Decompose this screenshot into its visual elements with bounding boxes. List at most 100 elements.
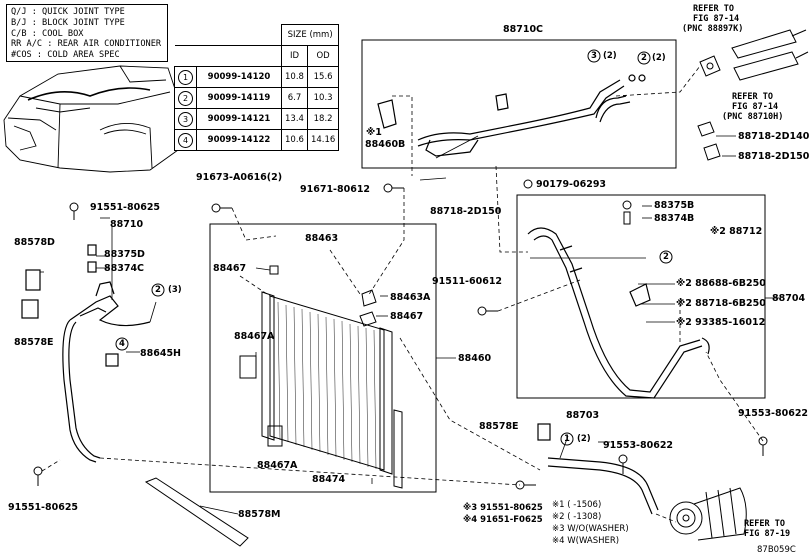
hose-88704 <box>527 227 710 399</box>
legend-box: Q/J : QUICK JOINT TYPE B/J : BLOCK JOINT… <box>6 4 168 62</box>
pipe-88710 <box>21 244 151 463</box>
outer-diameter: 10.3 <box>306 87 340 109</box>
part-label-91553-80622[interactable]: 91553-80622 <box>738 408 809 419</box>
part-label-88474[interactable]: 88474 <box>312 474 346 485</box>
note-marker: ※1 <box>366 127 382 138</box>
part-label-91551-80625[interactable]: 91551-80625 <box>8 502 79 513</box>
legend-line: B/J : BLOCK JOINT TYPE <box>11 17 125 28</box>
part-label-88718-6b250[interactable]: ※2 88718-6B250 <box>676 298 766 309</box>
part-label-88375b[interactable]: 88375B <box>654 200 695 211</box>
part-number: 90099-14120 <box>196 66 282 88</box>
part-label-88578e[interactable]: 88578E <box>14 337 54 348</box>
callout-circles <box>115 49 673 446</box>
seal-88578m <box>144 477 249 547</box>
row-number: 2 <box>178 90 193 106</box>
part-label-91511-60612[interactable]: 91511-60612 <box>432 276 503 287</box>
part-number: 90099-14122 <box>196 129 282 151</box>
table-subheader-row: ID OD <box>174 45 340 67</box>
part-label-88578d[interactable]: 88578D <box>14 237 55 248</box>
part-label-91673-a0616[interactable]: 91673-A0616(2) <box>196 172 283 183</box>
vehicle-sketch <box>3 65 179 173</box>
hose-88703 <box>537 423 659 515</box>
row-number: 3 <box>178 111 193 127</box>
callout-number: 2 <box>641 53 647 63</box>
part-number: 90099-14121 <box>196 108 282 130</box>
legend-line: RR A/C : REAR AIR CONDITIONER <box>11 39 162 50</box>
part-label-88375d[interactable]: 88375D <box>104 249 145 260</box>
inner-diameter: 10.8 <box>281 66 308 88</box>
part-label-91553-80622[interactable]: 91553-80622 <box>603 440 674 451</box>
part-label-88467[interactable]: 88467 <box>390 311 424 322</box>
table-row: 4 90099-14122 10.6 14.16 <box>174 129 340 151</box>
callout-quantity: (3) <box>168 285 182 295</box>
refer-to-pnc[interactable]: (PNC 88710H) <box>722 112 784 122</box>
part-label-88718-2d150[interactable]: 88718-2D150 <box>738 151 810 162</box>
part-label-88578m[interactable]: 88578M <box>238 509 281 520</box>
part-label-88463a[interactable]: 88463A <box>390 292 431 303</box>
part-label-90179-06293[interactable]: 90179-06293 <box>536 179 607 190</box>
col-id-header: ID <box>281 45 308 67</box>
note-line: ※4 W(WASHER) <box>552 536 620 546</box>
part-label-88703[interactable]: 88703 <box>566 410 600 421</box>
inner-diameter: 10.6 <box>281 129 308 151</box>
callout-number: 4 <box>119 339 125 349</box>
part-label-91671-80612[interactable]: 91671-80612 <box>300 184 371 195</box>
refer-to-note[interactable]: REFER TO <box>744 519 785 529</box>
outer-diameter: 15.6 <box>306 66 340 88</box>
callout-quantity: (2) <box>577 434 591 444</box>
table-header-row: SIZE (mm) <box>174 24 340 46</box>
legend-line: C/B : COOL BOX <box>11 28 84 39</box>
part-label-91651-f0625[interactable]: ※4 91651-F0625 <box>463 515 543 525</box>
row-number: 4 <box>178 132 193 148</box>
part-label-91551-80625[interactable]: ※3 91551-80625 <box>463 503 543 513</box>
refer-to-figure[interactable]: FIG 87-14 <box>732 102 779 112</box>
part-label-88710[interactable]: 88710 <box>110 219 144 230</box>
part-label-88710c[interactable]: 88710C <box>503 24 544 35</box>
part-label-88718-2d140[interactable]: 88718-2D140 <box>738 131 810 142</box>
frame-88704 <box>516 194 766 399</box>
part-label-88374b[interactable]: 88374B <box>654 213 695 224</box>
part-label-88704[interactable]: 88704 <box>772 293 806 304</box>
part-label-88688-6b250[interactable]: ※2 88688-6B250 <box>676 278 766 289</box>
part-number: 90099-14119 <box>196 87 282 109</box>
part-label-88467a[interactable]: 88467A <box>257 460 298 471</box>
part-label-88467a[interactable]: 88467A <box>234 331 275 342</box>
connector-88897k <box>699 29 809 81</box>
note-line: ※3 W/O(WASHER) <box>552 524 629 534</box>
note-line: ※1 ( -1506) <box>552 500 602 510</box>
illustration-code: 87B059C <box>757 545 796 555</box>
part-label-88578e[interactable]: 88578E <box>479 421 519 432</box>
condenser-core <box>239 265 403 489</box>
part-label-91551-80625[interactable]: 91551-80625 <box>90 202 161 213</box>
inner-diameter: 13.4 <box>281 108 308 130</box>
legend-line: Q/J : QUICK JOINT TYPE <box>11 7 125 17</box>
table-row: 2 90099-14119 6.7 10.3 <box>174 87 340 109</box>
refer-to-figure[interactable]: FIG 87-14 <box>693 14 740 24</box>
part-label-88467[interactable]: 88467 <box>213 263 247 274</box>
part-label-88460[interactable]: 88460 <box>458 353 492 364</box>
part-label-88645h[interactable]: 88645H <box>140 348 182 359</box>
part-label-88718-2d150[interactable]: 88718-2D150 <box>430 206 502 217</box>
leaders <box>40 135 780 515</box>
part-label-88712[interactable]: ※2 88712 <box>710 226 763 237</box>
row-number: 1 <box>178 69 193 85</box>
outer-diameter: 18.2 <box>306 108 340 130</box>
frame-88710c <box>361 39 677 169</box>
part-label-88460b[interactable]: 88460B <box>365 139 406 150</box>
bolts <box>33 179 768 490</box>
part-label-93385-16012[interactable]: ※2 93385-16012 <box>676 317 766 328</box>
col-od-header: OD <box>306 45 340 67</box>
refer-to-note[interactable]: REFER TO <box>693 4 734 14</box>
part-label-88374c[interactable]: 88374C <box>104 263 145 274</box>
note-line: ※2 ( -1308) <box>552 512 602 522</box>
refer-to-figure[interactable]: FIG 87-19 <box>744 529 791 539</box>
size-header: SIZE (mm) <box>280 24 340 46</box>
refer-to-pnc[interactable]: (PNC 88897K) <box>682 24 744 34</box>
callout-number: 2 <box>663 252 669 262</box>
hose-88710c <box>377 74 646 157</box>
refer-to-note[interactable]: REFER TO <box>732 92 773 102</box>
callout-quantity: (2) <box>603 51 617 61</box>
part-label-88463[interactable]: 88463 <box>305 233 339 244</box>
callout-number: 2 <box>155 285 161 295</box>
